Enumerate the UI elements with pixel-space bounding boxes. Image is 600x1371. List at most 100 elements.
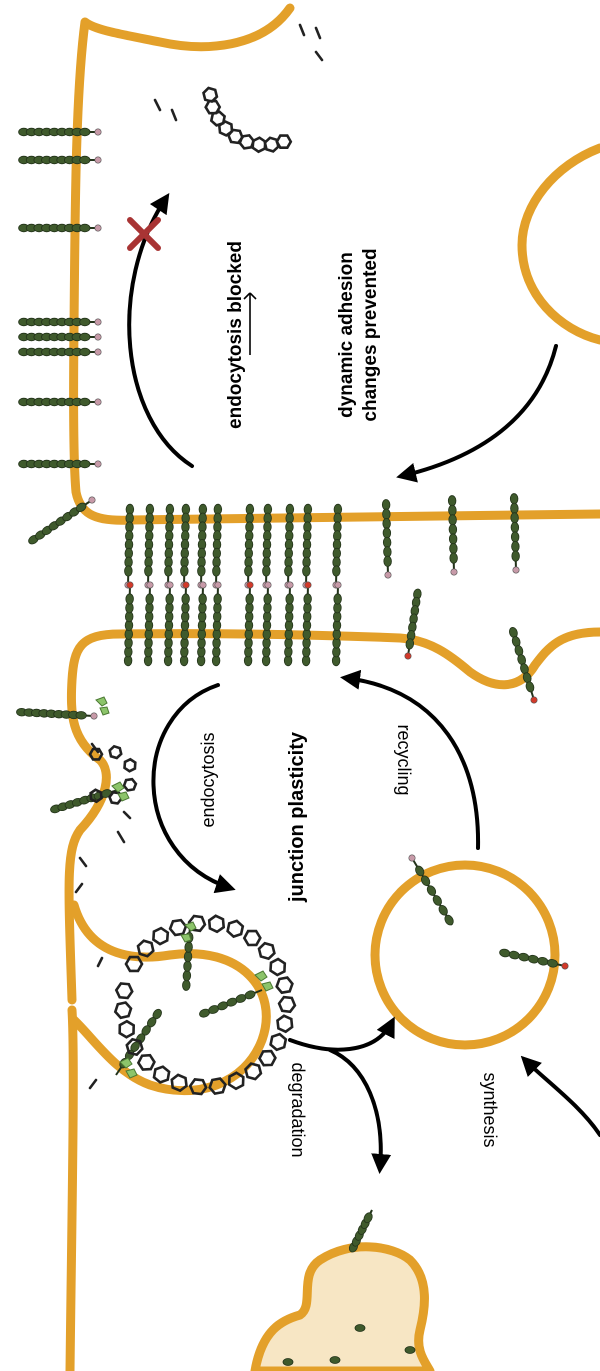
clathrin-triskelion: [136, 939, 155, 958]
cadherin-13: [123, 581, 134, 667]
invaginated-membrane: [65, 1005, 78, 1371]
cadherin-28: [284, 503, 295, 589]
cadherin-19: [179, 581, 190, 667]
clathrin-triskelion: [125, 1037, 144, 1057]
degraded-fragment: [354, 1324, 366, 1332]
lysosome: [250, 1242, 435, 1371]
right-cell-membrane: [517, 143, 600, 345]
adaptor-4: [254, 970, 274, 992]
cadherin-7: [18, 397, 102, 407]
clathrin-triskelion: [202, 86, 219, 104]
vesicle-to-recycling-arrow: [288, 1016, 395, 1052]
clathrin-triskelion: [269, 957, 287, 977]
clathrin-triskelion: [269, 1032, 288, 1052]
clathrin-fragment: [78, 856, 88, 868]
clathrin-triskelion: [113, 1001, 133, 1020]
cadherin-24: [244, 503, 255, 589]
dynamic-adhesion-label-line2: changes prevented: [360, 248, 381, 421]
cadherin-5: [18, 332, 102, 342]
cadherin-27: [261, 581, 272, 667]
clathrin-triskelion: [89, 788, 103, 804]
clathrin-triskelion: [244, 1062, 263, 1081]
clathrin-triskelion: [123, 757, 137, 773]
clathrin-fragment: [90, 742, 100, 754]
clathrin-fragment: [96, 956, 104, 968]
endocytosis-blocked-label: endocytosis blocked: [225, 241, 246, 429]
cadherin-34: [381, 499, 392, 579]
cadherin-25: [243, 581, 254, 667]
adaptor-5: [119, 1057, 138, 1079]
cadherin-36: [509, 493, 520, 574]
dynamic-adhesion-label-line1: dynamic adhesion: [336, 252, 357, 418]
recycling-label: recycling: [394, 724, 414, 795]
cadherin-14: [144, 503, 155, 589]
clathrin-triskelion: [136, 1053, 156, 1071]
clathrin-triskelion: [152, 1065, 171, 1084]
cadherin-3: [18, 223, 102, 233]
clathrin-fragment: [314, 50, 324, 62]
lower-cell-membrane: [64, 627, 600, 1005]
cadherin-17: [163, 581, 174, 667]
clathrin-triskelion: [88, 747, 104, 761]
clathrin-triskelion: [207, 914, 226, 934]
degraded-fragment: [329, 1356, 341, 1364]
cadherin-30: [302, 503, 313, 589]
clathrin-triskelion: [257, 941, 276, 961]
clathrin-triskelion: [242, 929, 262, 947]
cadherin-40: [199, 989, 263, 1018]
clathrin-triskelion: [168, 918, 188, 937]
degraded-fragment: [404, 1346, 416, 1354]
cadherin-37: [404, 588, 422, 660]
cadherin-32: [332, 503, 343, 589]
cadherin-15: [143, 581, 154, 667]
clathrin-fragment: [74, 882, 84, 894]
clathrin-triskelion: [276, 1014, 294, 1034]
text-connector-arrow: [243, 292, 257, 355]
clathrin-triskelion: [122, 777, 138, 792]
cadherin-11: [50, 789, 119, 814]
clathrin-triskelion: [275, 976, 294, 995]
degraded-fragment: [282, 1358, 294, 1366]
clathrin-triskelion: [118, 1019, 136, 1039]
clathrin-triskelion: [226, 919, 245, 939]
cadherin-21: [196, 581, 207, 667]
degradation-arrow: [328, 1048, 392, 1174]
cadherin-18: [180, 503, 191, 589]
recycling-endosome: [370, 860, 560, 1050]
cadherin-35: [447, 495, 458, 576]
clathrin-fragment: [116, 830, 126, 844]
adaptor-1: [95, 696, 110, 716]
cadherin-31: [301, 581, 312, 667]
cadherin-12: [124, 503, 135, 589]
cadherin-group: [16, 127, 569, 1366]
clathrin-triskelion: [251, 136, 267, 154]
clathrin-fragment: [122, 810, 132, 820]
clathrin-fragment: [153, 98, 162, 112]
endocytosis-label: endocytosis: [198, 732, 218, 827]
clathrin-triskelion: [208, 1077, 227, 1096]
junction-plasticity-label: junction plasticity: [286, 731, 308, 903]
clathrin-triskelion: [108, 744, 123, 760]
cadherin-33: [331, 581, 342, 667]
dynamic-adhesion-arrow: [396, 344, 558, 483]
clathrin-triskelion: [277, 995, 297, 1014]
clathrin-triskelion: [258, 1049, 277, 1067]
arrows: [127, 193, 600, 1174]
cadherin-8: [18, 459, 102, 469]
recycling-arrow: [340, 669, 481, 850]
cadherin-26: [262, 503, 273, 589]
clathrin-triskelion: [217, 120, 234, 137]
endocytosis-arrow: [151, 683, 236, 894]
adaptor-proteins: [95, 696, 274, 1079]
adaptor-2: [111, 781, 130, 802]
clathrin-triskelion: [263, 136, 280, 153]
cadherin-9: [28, 496, 96, 545]
clathrin-triskelion: [152, 926, 170, 946]
cadherin-10: [16, 707, 98, 720]
cadherin-42: [408, 854, 454, 926]
degradation-label: degradation: [288, 1062, 308, 1157]
clathrin-fragment: [170, 108, 178, 122]
clathrin-fragment: [88, 1078, 98, 1090]
clathrin-triskelion: [188, 1078, 208, 1096]
